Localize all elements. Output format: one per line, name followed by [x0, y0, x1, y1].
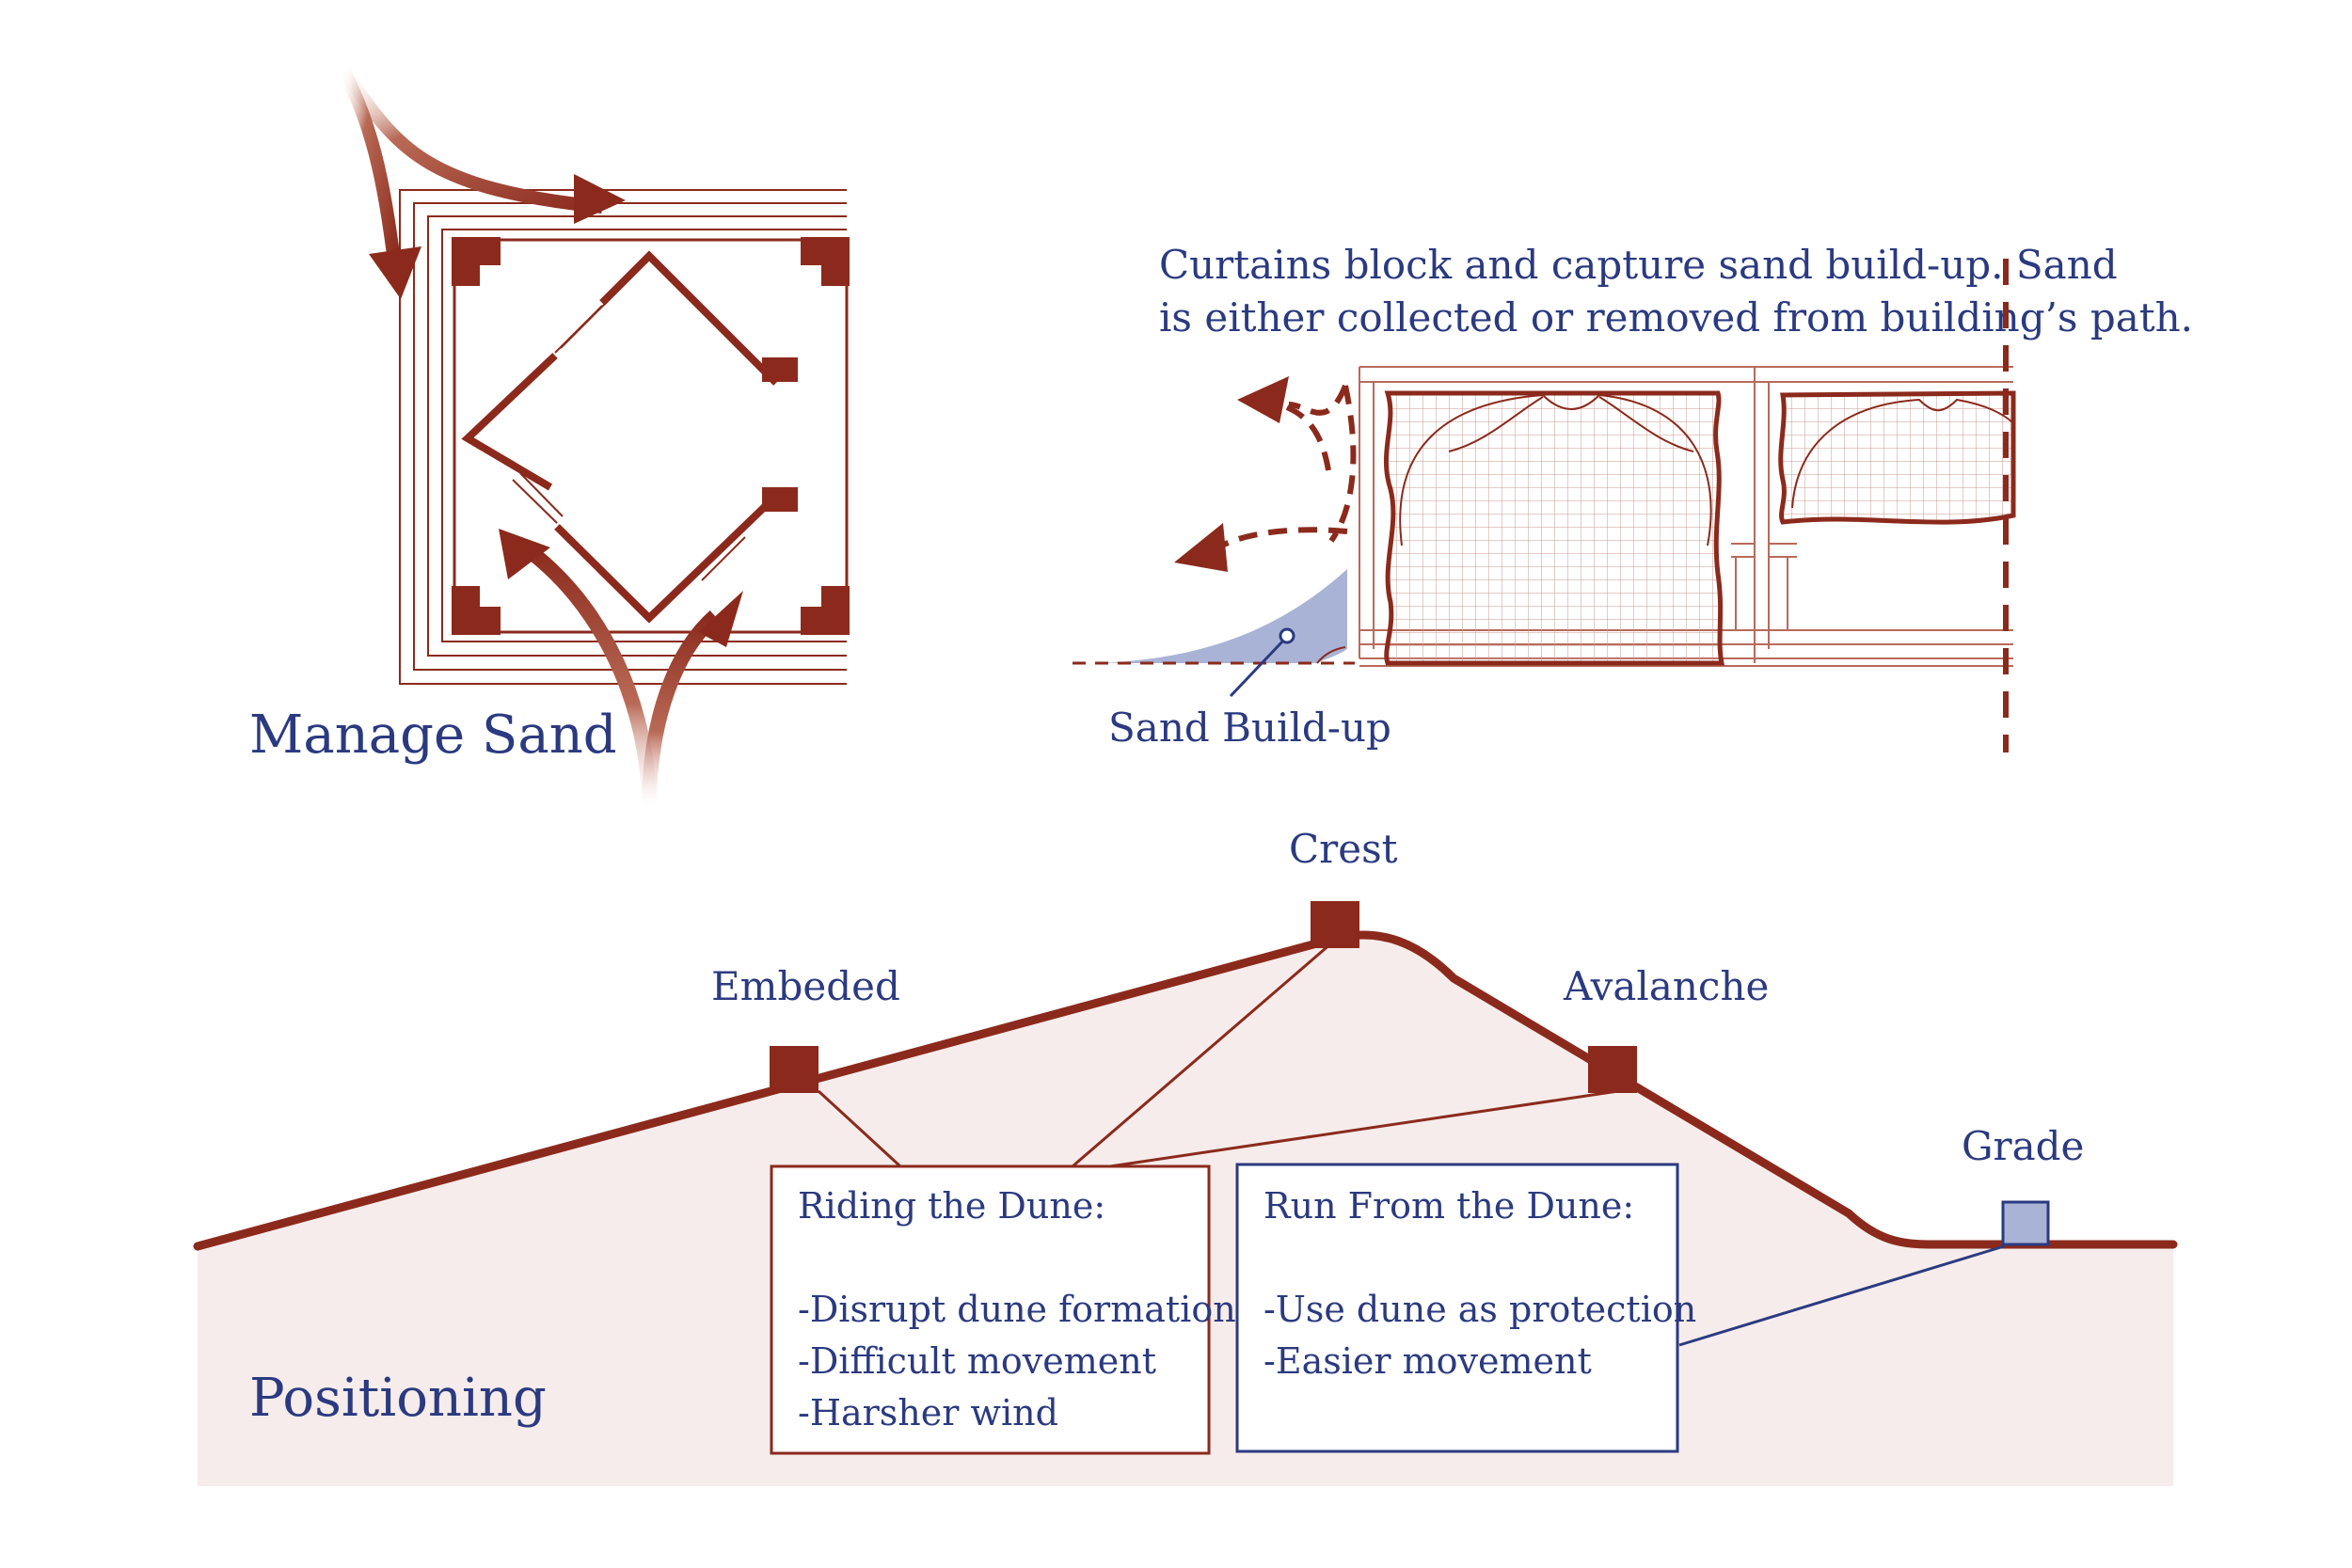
curtains-elevation: Curtains block and capture sand build-up…: [1073, 242, 2193, 752]
curtain-left-arch: [1399, 393, 1712, 546]
grade-label: Grade: [1962, 1123, 2084, 1169]
curtain-right: [1778, 390, 2016, 525]
riding-box-item-2: -Difficult movement: [798, 1340, 1156, 1382]
connector-lines: [817, 942, 1619, 1168]
grade-connector: [1678, 1244, 2005, 1347]
embeded-label: Embeded: [711, 963, 900, 1009]
run-box-title: Run From the Dune:: [1263, 1185, 1634, 1227]
crest-building: [1311, 901, 1359, 948]
curtain-left: [1383, 390, 1725, 666]
riding-box: [770, 1164, 1211, 1455]
run-box: [1235, 1163, 1679, 1453]
corner-pillars: [452, 237, 850, 635]
curtains-caption-line2: is either collected or removed from buil…: [1159, 294, 2193, 341]
wind-arrow-left: [1212, 527, 1348, 553]
curtains-caption-line1: Curtains block and capture sand build-up…: [1159, 242, 2118, 288]
avalanche-building: [1588, 1046, 1637, 1093]
wall-stubs: [762, 357, 798, 512]
manage-sand-title: Manage Sand: [249, 705, 617, 766]
dune-profile: [193, 930, 2178, 1251]
positioning-title: Positioning: [249, 1368, 547, 1429]
embeded-building: [770, 1046, 818, 1093]
building-outline: [453, 238, 849, 634]
riding-box-title: Riding the Dune:: [798, 1185, 1105, 1227]
diamond-windows: [512, 300, 746, 581]
wind-arrowhead-left: [1174, 523, 1228, 572]
positioning-section: Crest Embeded Avalanche Grade Riding the…: [193, 826, 2178, 1486]
riding-box-item-1: -Disrupt dune formation: [798, 1289, 1236, 1330]
wind-arrowhead-up: [1237, 376, 1289, 423]
crest-label: Crest: [1289, 826, 1398, 872]
arrow-bottom-right: [642, 610, 721, 810]
curtain-right-arch: [1791, 398, 2014, 509]
riding-box-item-3: -Harsher wind: [798, 1392, 1058, 1433]
run-box-item-2: -Easier movement: [1263, 1340, 1592, 1382]
wind-arrow-up: [1328, 385, 1357, 543]
grade-building: [2001, 1200, 2050, 1246]
avalanche-label: Avalanche: [1563, 963, 1769, 1009]
sand-flow-arrows: [337, 66, 743, 810]
arrow-top-left: [337, 67, 402, 269]
manage-sand-plan: Manage Sand: [249, 66, 850, 810]
sand-buildup: [1101, 569, 1347, 663]
arrow-bottom-left: [517, 539, 657, 810]
run-box-item-1: -Use dune as protection: [1263, 1289, 1696, 1330]
sand-buildup-label: Sand Build-up: [1108, 705, 1391, 751]
